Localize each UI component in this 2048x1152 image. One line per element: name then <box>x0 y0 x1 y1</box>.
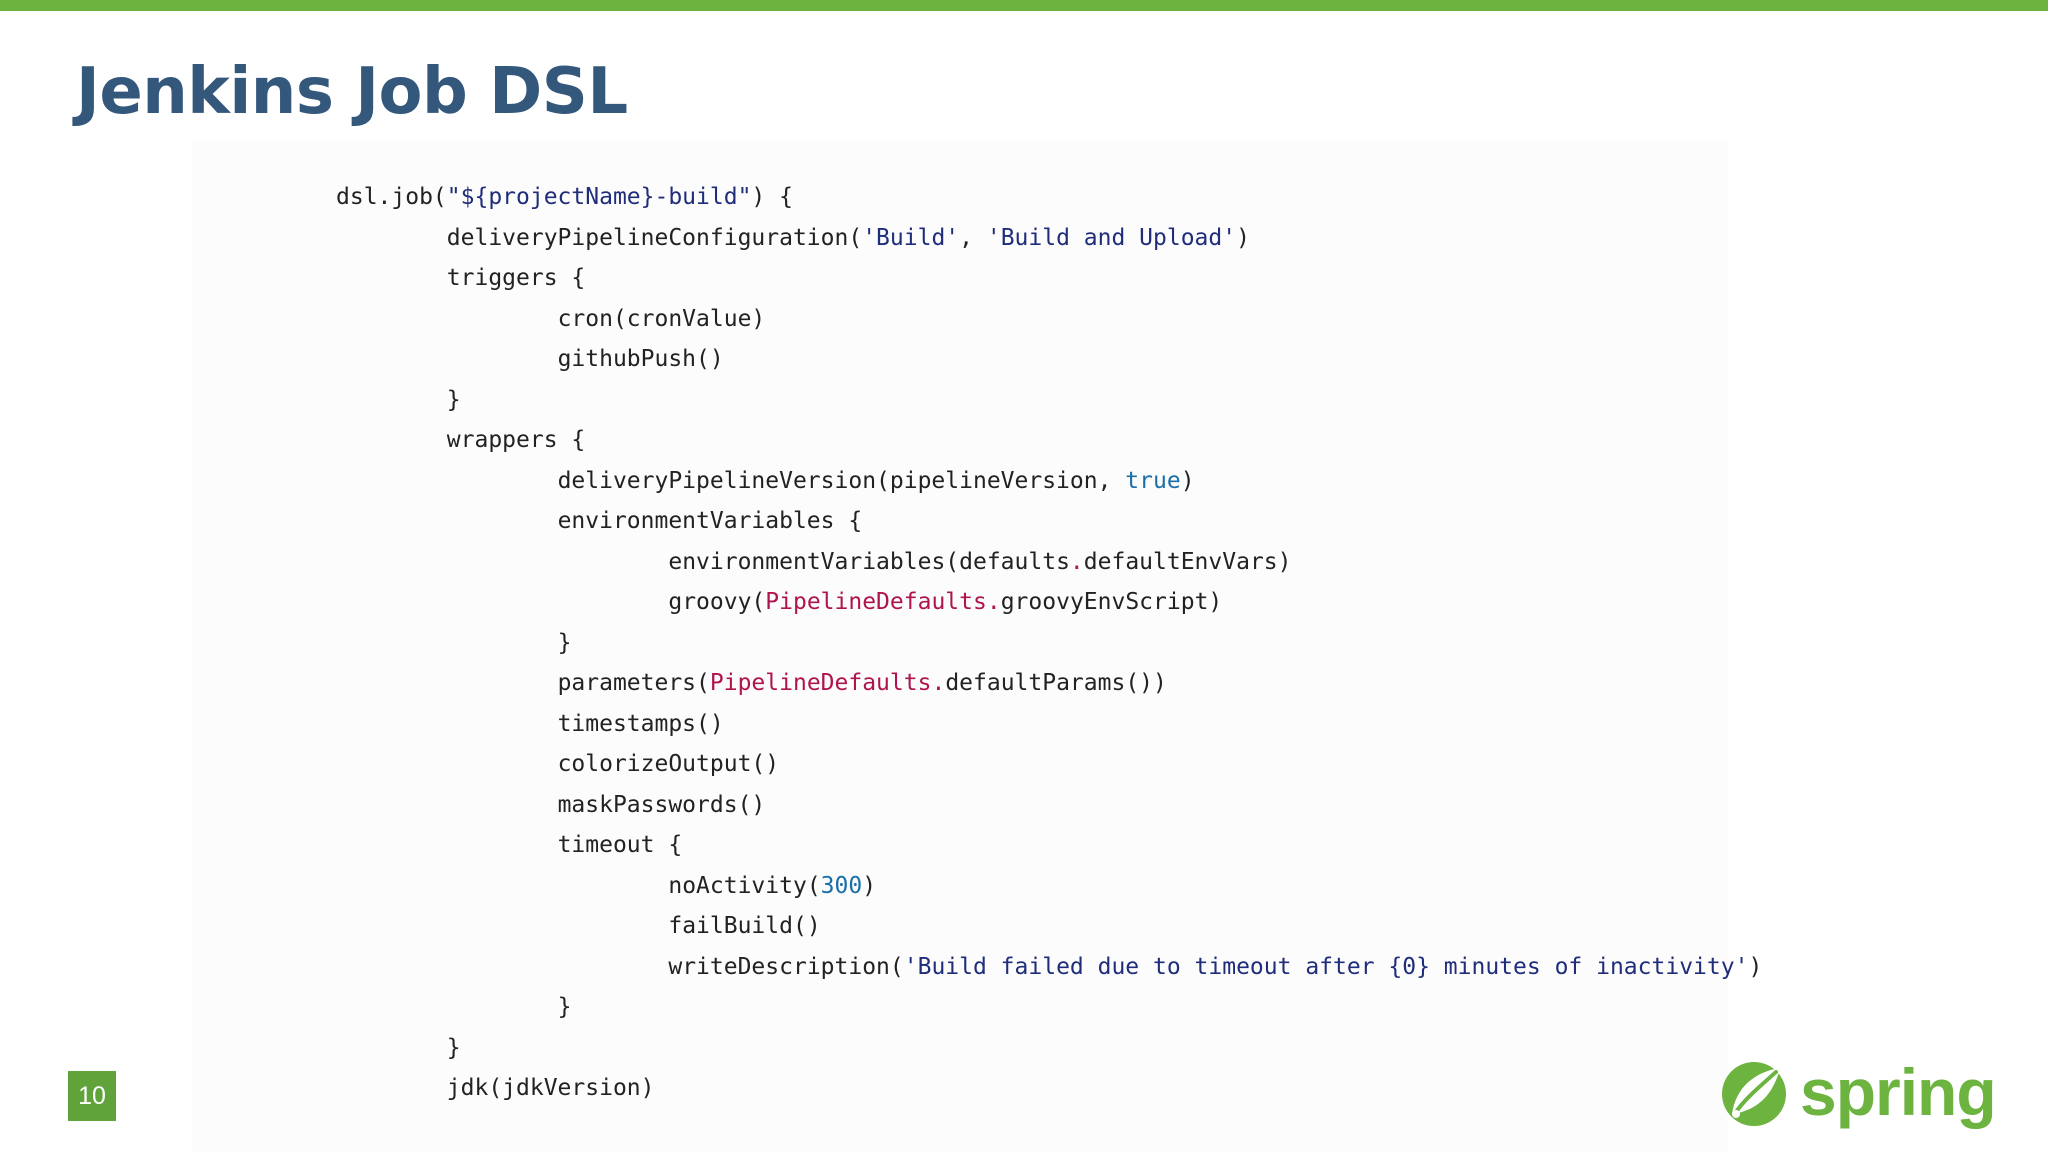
code-line: } <box>336 623 1762 664</box>
code-token: . <box>931 670 946 696</box>
top-accent-bar <box>0 0 2048 11</box>
code-line: deliveryPipelineConfiguration('Build', '… <box>336 218 1762 259</box>
code-token: 'Build and Upload' <box>986 224 1237 251</box>
spring-leaf-icon <box>1722 1062 1786 1126</box>
code-token: timestamps() <box>557 710 724 737</box>
code-token: , <box>959 224 987 251</box>
code-line: wrappers { <box>336 420 1762 461</box>
code-token: } <box>446 386 461 413</box>
code-line: groovy(PipelineDefaults.groovyEnvScript) <box>336 582 1762 623</box>
code-token: environmentVariables { <box>557 508 863 534</box>
code-token: deliveryPipelineConfiguration( <box>446 224 863 251</box>
spring-logo-text: spring <box>1800 1055 1997 1129</box>
code-token: noActivity( <box>668 872 821 899</box>
code-token: triggers { <box>446 265 586 291</box>
code-token: wrappers { <box>446 427 586 453</box>
code-token: parameters( <box>557 670 710 696</box>
code-panel <box>192 140 1728 1152</box>
code-token: failBuild() <box>668 913 821 939</box>
code-line: deliveryPipelineVersion(pipelineVersion,… <box>336 461 1762 502</box>
code-token: } <box>557 629 572 656</box>
code-token: ) { <box>751 184 793 210</box>
spring-logo: spring <box>1718 1054 1997 1130</box>
code-line: colorizeOutput() <box>336 744 1762 785</box>
code-token: maskPasswords() <box>557 791 766 818</box>
code-line: parameters(PipelineDefaults.defaultParam… <box>336 663 1762 704</box>
code-token: PipelineDefaults <box>709 670 932 696</box>
code-token: githubPush() <box>557 346 724 372</box>
code-token: environmentVariables(defaults <box>668 548 1070 575</box>
code-line: timeout { <box>336 825 1762 866</box>
code-line: maskPasswords() <box>336 785 1762 826</box>
code-token: cron(cronValue) <box>557 305 766 332</box>
code-token: ) <box>1748 953 1763 980</box>
code-token: writeDescription( <box>668 953 904 980</box>
code-token: 'Build failed due to timeout after {0} m… <box>903 953 1749 980</box>
code-token: dsl.job( <box>336 184 447 210</box>
code-token: groovyEnvScript) <box>1000 589 1223 615</box>
code-line: writeDescription('Build failed due to ti… <box>336 947 1762 988</box>
code-token: PipelineDefaults <box>765 589 987 615</box>
code-token: . <box>986 589 1001 615</box>
code-line: githubPush() <box>336 339 1762 380</box>
code-token: "${projectName}-build" <box>446 184 752 210</box>
code-token: defaultParams()) <box>945 670 1167 696</box>
code-token: ) <box>1236 224 1250 251</box>
code-token: defaultEnvVars) <box>1083 548 1292 575</box>
code-token: ) <box>1180 467 1195 494</box>
code-token: jdk(jdkVersion) <box>446 1075 655 1101</box>
code-line: cron(cronValue) <box>336 299 1762 340</box>
code-line: dsl.job("${projectName}-build") { <box>336 177 1762 218</box>
code-line: } <box>336 1028 1762 1069</box>
page-number: 10 <box>68 1071 116 1121</box>
code-line: timestamps() <box>336 704 1762 745</box>
code-line: failBuild() <box>336 906 1762 947</box>
code-line: jdk(jdkVersion) <box>336 1068 1762 1109</box>
code-token: timeout { <box>557 832 683 858</box>
code-token: 'Build' <box>862 224 960 251</box>
code-line: } <box>336 987 1762 1028</box>
code-line: environmentVariables(defaults.defaultEnv… <box>336 542 1762 583</box>
code-token: groovy( <box>668 589 766 615</box>
code-block: dsl.job("${projectName}-build") { delive… <box>336 177 1762 1109</box>
code-token: } <box>557 994 572 1020</box>
code-line: noActivity(300) <box>336 866 1762 907</box>
code-token: 300 <box>820 872 863 899</box>
code-token: true <box>1125 467 1181 494</box>
slide-title: Jenkins Job DSL <box>76 55 628 129</box>
code-token: ) <box>862 872 877 899</box>
code-token: colorizeOutput() <box>557 751 780 777</box>
code-line: } <box>336 380 1762 421</box>
code-token: . <box>1069 548 1084 575</box>
code-line: triggers { <box>336 258 1762 299</box>
code-token: } <box>446 1034 461 1061</box>
code-line: environmentVariables { <box>336 501 1762 542</box>
code-token: deliveryPipelineVersion(pipelineVersion, <box>557 467 1126 494</box>
